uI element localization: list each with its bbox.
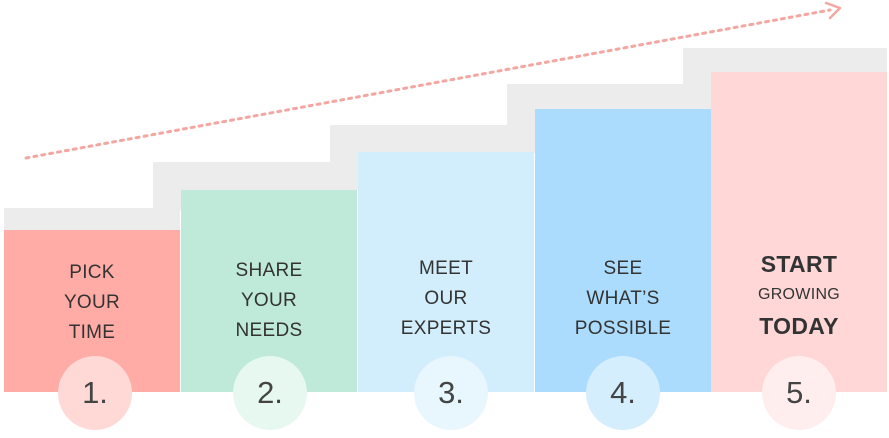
step-2-shadow xyxy=(153,162,358,190)
step-1-label: PICK YOUR TIME xyxy=(64,258,120,348)
step-3-line-3: EXPERTS xyxy=(400,318,492,339)
step-5-line-1: START xyxy=(760,251,838,277)
step-3: MEET OUR EXPERTS xyxy=(358,152,534,392)
step-1-line-1: PICK xyxy=(69,262,115,283)
step-3-line-1: MEET xyxy=(419,258,473,279)
step-5-number-badge: 5. xyxy=(762,356,836,430)
progress-arrow-line xyxy=(24,8,832,160)
step-4-label: SEE WHAT’S POSSIBLE xyxy=(575,254,671,344)
progress-arrow-head xyxy=(824,1,842,20)
step-4: SEE WHAT’S POSSIBLE xyxy=(535,109,711,392)
step-5: START GROWING TODAY xyxy=(711,72,887,392)
step-2-number-badge: 2. xyxy=(233,356,307,430)
step-4-shadow xyxy=(507,84,712,110)
step-5-shadow-riser xyxy=(683,48,711,86)
step-4-line-1: SEE xyxy=(603,258,643,279)
step-3-shadow xyxy=(330,125,535,153)
step-2-line-2: YOUR xyxy=(240,290,298,311)
step-5-shadow xyxy=(683,48,887,74)
step-5-label: START GROWING TODAY xyxy=(758,248,840,342)
step-1-line-3: TIME xyxy=(68,322,116,343)
step-5-line-3: TODAY xyxy=(759,313,839,339)
step-3-label: MEET OUR EXPERTS xyxy=(401,254,491,344)
step-2-line-1: SHARE xyxy=(235,260,303,281)
step-4-line-3: POSSIBLE xyxy=(574,318,672,339)
step-1-line-2: YOUR xyxy=(63,292,121,313)
step-3-line-2: OUR xyxy=(424,288,468,309)
step-3-number-badge: 3. xyxy=(414,356,488,430)
step-2-line-3: NEEDS xyxy=(235,320,303,341)
step-1-number-badge: 1. xyxy=(58,356,132,430)
step-4-number-badge: 4. xyxy=(586,356,660,430)
step-4-line-2: WHAT’S xyxy=(586,288,660,309)
step-4-shadow-riser xyxy=(507,84,535,126)
step-5-line-2: GROWING xyxy=(757,286,841,303)
step-2-label: SHARE YOUR NEEDS xyxy=(236,256,303,346)
step-3-shadow-riser xyxy=(330,125,358,165)
